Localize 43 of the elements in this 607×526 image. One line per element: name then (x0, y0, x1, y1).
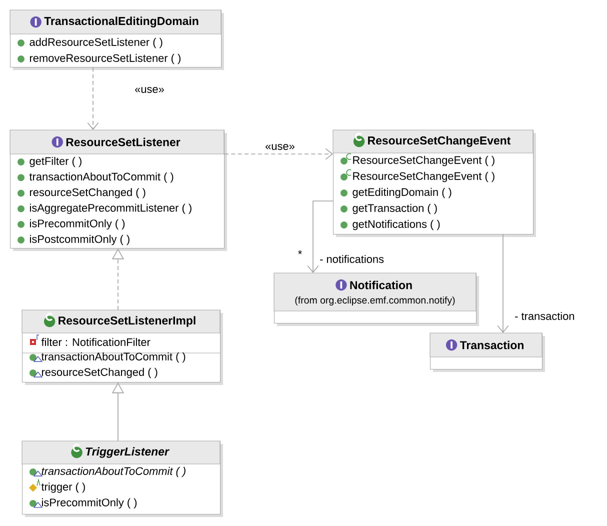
method-name: isPostcommitOnly ( ) (30, 234, 130, 246)
arrow (307, 200, 334, 273)
edge-label: «use» (264, 142, 296, 152)
method-name: transactionAboutToCommit ( ) (42, 466, 186, 478)
method-name: getTransaction ( ) (352, 204, 437, 214)
class-box (332, 130, 536, 237)
package-note: (from org.eclipse.emf.common.notify) (295, 296, 455, 306)
method-name: isAggregatePrecommitListener ( ) (30, 204, 192, 214)
class-name: ResourceSetListenerImpl (58, 316, 196, 327)
class-name: TriggerListener (86, 447, 170, 458)
method-name: ResourceSetChangeEvent ( ) (353, 172, 494, 182)
class-name: ResourceSetListener (66, 138, 180, 146)
class-box (22, 440, 223, 517)
method-name: trigger ( ) (41, 482, 85, 493)
class-box (22, 310, 223, 385)
method-name: ResourceSetChangeEvent ( ) (353, 156, 494, 166)
class-box (10, 130, 227, 251)
arrow (87, 67, 99, 130)
class-name: Transaction (460, 340, 524, 350)
method-name: removeResourceSetListener ( ) (30, 54, 180, 64)
class-box (430, 332, 545, 372)
field-name: filter : NotificationFilter (41, 338, 150, 346)
method-name: transactionAboutToCommit ( ) (41, 352, 186, 363)
edge-label: - notifications (318, 254, 386, 264)
method-name: getFilter ( ) (30, 156, 82, 168)
class-name: ResourceSetChangeEvent (368, 136, 511, 147)
method-name: getEditingDomain ( ) (352, 188, 452, 198)
class-box (274, 272, 479, 326)
method-name: addResourceSetListener ( ) (30, 38, 162, 48)
method-name: getNotifications ( ) (352, 220, 440, 230)
method-name: resourceSetChanged ( ) (30, 188, 146, 198)
method-name: isPrecommitOnly ( ) (42, 498, 137, 508)
method-name: resourceSetChanged ( ) (42, 368, 158, 378)
method-name: isPrecommitOnly ( ) (30, 219, 125, 230)
edge-label: - transaction (513, 310, 576, 322)
class-box (10, 10, 224, 70)
method-name: transactionAboutToCommit ( ) (29, 172, 174, 183)
arrow (497, 234, 509, 333)
edge-label: «use» (133, 86, 166, 94)
class-name: TransactionalEditingDomain (44, 16, 198, 28)
arrow (224, 148, 333, 160)
class-name: Notification (350, 280, 412, 290)
multiplicity-label: * (298, 250, 302, 254)
